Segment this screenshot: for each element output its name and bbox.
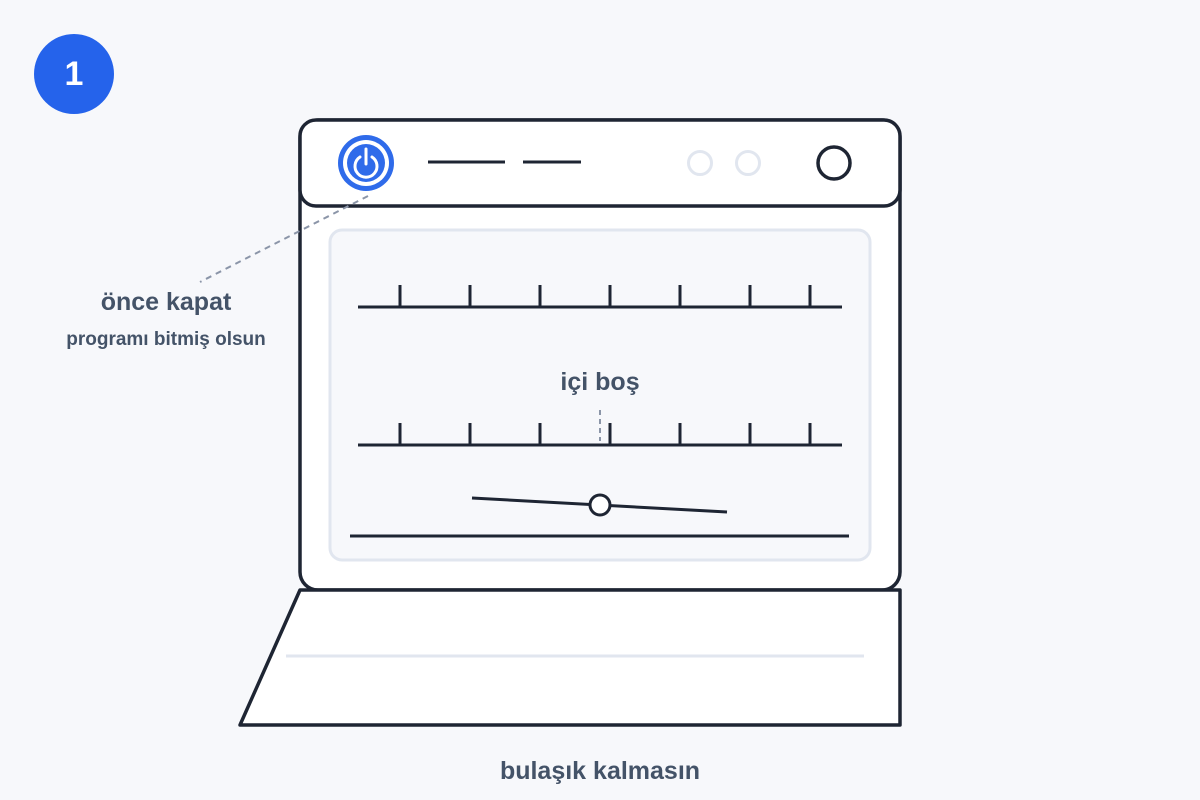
step-number: 1 [64, 54, 84, 93]
program-finished-note: programı bitmiş olsun [66, 329, 266, 350]
control-panel [298, 118, 902, 208]
inner-tub [328, 228, 872, 562]
program-knob[interactable] [816, 145, 852, 181]
empty-interior-label: içi boş [560, 368, 640, 396]
spray-arm [471, 493, 728, 517]
power-off-title: önce kapat [100, 288, 232, 316]
indicator-light [687, 150, 713, 176]
upper-rack [358, 285, 842, 309]
power-icon[interactable] [338, 135, 394, 191]
lower-rack [358, 423, 842, 447]
power-leader-line [199, 195, 369, 283]
step-badge: 1 [34, 34, 114, 114]
indicator-light [735, 150, 761, 176]
no-dishes-label: bulaşık kalmasın [499, 757, 701, 785]
